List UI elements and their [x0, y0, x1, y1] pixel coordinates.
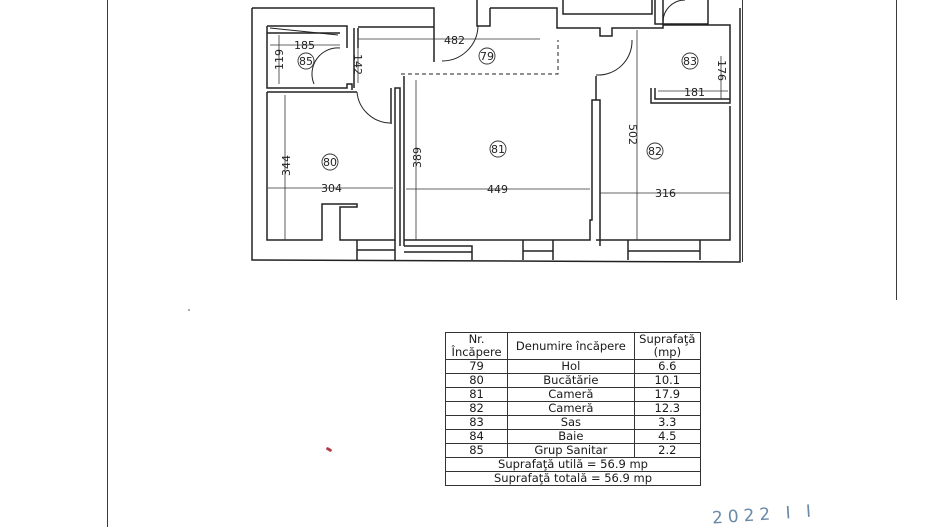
wall-room-83 [650, 24, 731, 104]
dim-449: 449 [487, 183, 508, 196]
table-row: 82 Cameră 12.3 [444, 401, 702, 416]
wall-room-85 [266, 25, 353, 90]
dim-482: 482 [444, 34, 465, 47]
dim-389: 389 [411, 147, 424, 168]
room-label-85: 85 [299, 55, 313, 68]
dim-344: 344 [280, 155, 293, 176]
page-border-inner-right [742, 0, 743, 262]
table-row: 83 Sas 3.3 [444, 415, 702, 430]
scan-mark [188, 309, 190, 311]
table-row: 79 Hol 6.6 [444, 359, 702, 374]
dim-502: 502 [626, 124, 639, 145]
header-room-number: Nr. Încăpere [444, 332, 509, 360]
room-label-80: 80 [323, 156, 337, 169]
header-room-name: Denumire încăpere [507, 332, 635, 360]
table-header-row: Nr. Încăpere Denumire încăpere Suprafaţă… [444, 332, 702, 360]
dim-119: 119 [273, 49, 286, 70]
useful-area: Suprafaţă utilă = 56.9 mp [445, 457, 701, 472]
outer-wall [251, 7, 741, 263]
table-row: 84 Baie 4.5 [444, 429, 702, 444]
room-label-82: 82 [648, 145, 662, 158]
wall-room-81 [403, 76, 601, 246]
room-schedule-table: Nr. Încăpere Denumire încăpere Suprafaţă… [444, 332, 702, 486]
page-border-right [896, 0, 897, 300]
table-row: 81 Cameră 17.9 [444, 387, 702, 402]
dim-185: 185 [294, 39, 315, 52]
total-area: Suprafaţă totală = 56.9 mp [445, 471, 701, 486]
dimension-labels: 482 185 119 142 176 181 344 304 389 449 … [273, 34, 728, 200]
room-labels: 85 79 80 81 82 83 [299, 50, 697, 169]
header-area: Suprafaţă (mp) [633, 332, 702, 360]
dim-176: 176 [715, 60, 728, 81]
wall-room-80 [266, 87, 401, 246]
table-row: 85 Grup Sanitar 2.2 [444, 443, 702, 458]
room-label-79: 79 [480, 50, 494, 63]
room-label-83: 83 [683, 55, 697, 68]
dim-316: 316 [655, 187, 676, 200]
useful-area-row: Suprafaţă utilă = 56.9 mp [445, 457, 701, 472]
dim-142: 142 [351, 54, 364, 75]
dim-181: 181 [684, 86, 705, 99]
room-label-81: 81 [491, 143, 505, 156]
dim-304: 304 [321, 182, 342, 195]
table-row: 80 Bucătărie 10.1 [444, 373, 702, 388]
page-border-left [107, 0, 108, 527]
total-area-row: Suprafaţă totală = 56.9 mp [445, 471, 701, 486]
